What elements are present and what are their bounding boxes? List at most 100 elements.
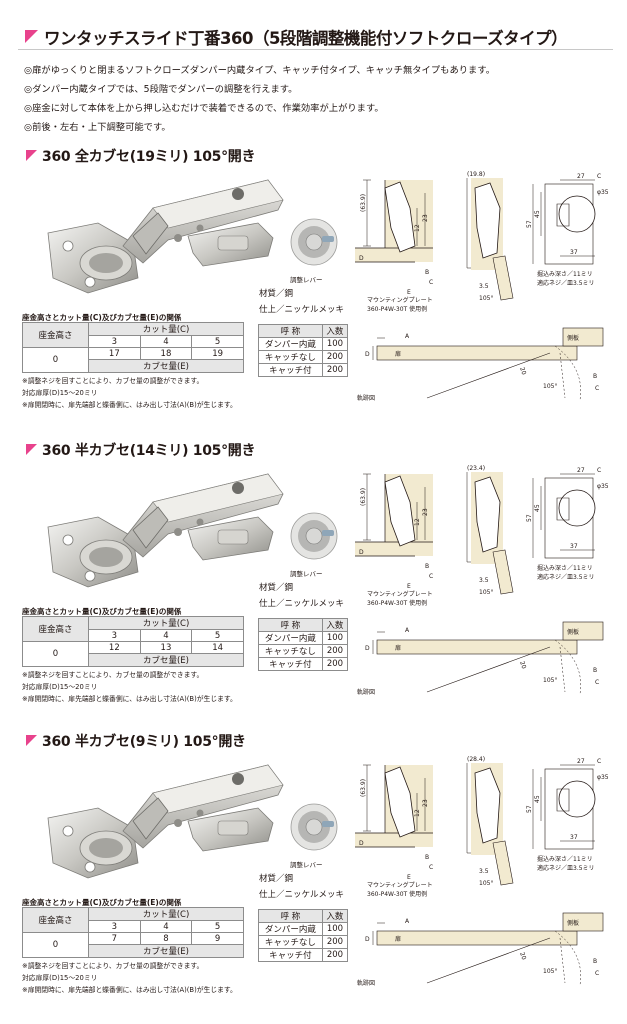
- dim-label: 23: [422, 214, 429, 222]
- dim-label: 37: [570, 543, 578, 550]
- finish-text: 仕上／ニッケルメッキ: [259, 305, 345, 315]
- dim-label: 20: [518, 951, 527, 961]
- dim-label: C: [597, 467, 601, 474]
- dim-label: φ35: [597, 189, 609, 196]
- material-text: 材質／鋼: [259, 874, 294, 884]
- note-line: ※扉開閉時に、扉先端部と蝶番側に、はみ出し寸法(A)(B)が生じます。: [22, 401, 237, 409]
- table-cell: 4: [139, 335, 193, 348]
- dim-label: (28.4): [467, 756, 485, 763]
- dim-label: C: [429, 573, 433, 580]
- table-row: 3 4 5: [23, 920, 244, 933]
- table-header: 呼 称: [258, 618, 323, 632]
- dim-label: A: [405, 333, 410, 340]
- table-cell: 200: [321, 935, 349, 949]
- intro-line: ◎座金に対して本体を上から押し込むだけで装着できるので、作業効率が上がります。: [24, 103, 384, 114]
- table-row: ダンパー内蔵 100: [258, 631, 349, 645]
- screw-label: 適応ネジ／皿3.5ミリ: [537, 279, 595, 287]
- track-label: 軌跡図: [357, 688, 375, 696]
- dim-label: 45: [534, 795, 541, 803]
- notes: ※調整ネジを回すことにより、カブセ量の調整ができます。 対応扉厚(D)15〜20…: [22, 669, 237, 705]
- table-row: キャッチ付 200: [258, 657, 349, 671]
- table-cell: キャッチ付: [258, 948, 323, 962]
- table-cell: 5: [191, 920, 244, 933]
- dim-label: B: [593, 667, 597, 674]
- table-header: 座金高さ: [22, 907, 89, 933]
- table-cell: 7: [88, 932, 141, 945]
- cut-table-caption: 座金高さとカット量(C)及びカブセ量(E)の関係: [22, 898, 182, 907]
- table-row: ダンパー内蔵 100: [258, 922, 349, 936]
- dim-label: (63.9): [360, 779, 367, 797]
- dim-label: B: [593, 373, 597, 380]
- table-cell: キャッチなし: [258, 935, 323, 949]
- table-header: 入数: [321, 909, 349, 923]
- dim-label: E: [407, 874, 411, 881]
- hinge-photo: [47, 179, 284, 294]
- table-row: 呼 称 入数: [258, 324, 349, 338]
- table-header: カブセ量(E): [88, 359, 244, 373]
- table-row: 座金高さ カット量(C): [22, 907, 244, 933]
- dim-label: 20: [518, 660, 527, 670]
- product-section: 360 半カブセ(14ミリ) 105°開き 調: [0, 440, 627, 720]
- product-section: 360 全カブセ(19ミリ) 105°開き 調: [0, 146, 627, 426]
- table-header: カット量(C): [88, 907, 244, 921]
- page-title-bar: ワンタッチスライド丁番360（5段階調整機能付ソフトクローズタイプ）: [18, 24, 613, 50]
- table-cell: 18: [139, 347, 193, 360]
- cut-table: 座金高さ カット量(C) 3 4 5 0 12 13 14 カブセ量(E): [22, 616, 244, 667]
- intro-list: ◎扉がゆっくりと閉まるソフトクローズダンパー内蔵タイプ、キャッチ付タイプ、キャッ…: [24, 61, 614, 137]
- dim-label: 12: [414, 518, 421, 526]
- table-cell: 12: [88, 641, 141, 654]
- drawing-canvas: (63.9) 12 23 D E B C (19.8) 3.5 105° マウン…: [355, 171, 609, 402]
- notes: ※調整ネジを回すことにより、カブセ量の調整ができます。 対応扉厚(D)15〜20…: [22, 960, 237, 996]
- section-title-text: 360 半カブセ(9ミリ) 105°開き: [42, 734, 246, 750]
- finish-text: 仕上／ニッケルメッキ: [259, 890, 345, 900]
- cut-table-caption: 座金高さとカット量(C)及びカブセ量(E)の関係: [22, 313, 182, 322]
- table-row: キャッチなし 200: [258, 935, 349, 949]
- table-cell: キャッチ付: [258, 657, 323, 671]
- material-info: 材質／鋼 仕上／ニッケルメッキ: [259, 871, 344, 903]
- dim-label: 45: [534, 210, 541, 218]
- table-header: 入数: [321, 324, 349, 338]
- table-row: 座金高さ カット量(C): [22, 322, 244, 348]
- table-cell: 5: [191, 629, 244, 642]
- dim-label: 105°: [543, 383, 557, 390]
- table-cell: 200: [321, 657, 349, 671]
- hinge-photo: [47, 764, 284, 879]
- adjust-lever-icon: [290, 218, 338, 266]
- material-info: 材質／鋼 仕上／ニッケルメッキ: [259, 580, 344, 612]
- table-row: キャッチなし 200: [258, 350, 349, 364]
- table-row: カブセ量(E): [23, 944, 244, 958]
- adjust-lever-photo: 調整レバー: [290, 510, 338, 588]
- table-cell: 200: [321, 363, 349, 377]
- table-cell: 14: [191, 641, 244, 654]
- table-cell: キャッチ付: [258, 363, 323, 377]
- table-header: カット量(C): [88, 616, 244, 630]
- dim-label: A: [405, 918, 410, 925]
- dim-label: 57: [526, 220, 533, 228]
- table-header: カブセ量(E): [88, 944, 244, 958]
- dim-label: 3.5: [479, 283, 489, 290]
- dim-label: A: [405, 627, 410, 634]
- track-door: [376, 345, 578, 361]
- table-cell: 17: [88, 347, 141, 360]
- door-panel: [355, 542, 433, 556]
- dim-label: 23: [422, 508, 429, 516]
- screw-label: 適応ネジ／皿3.5ミリ: [537, 573, 595, 581]
- note-line: ※扉開閉時に、扉先端部と蝶番側に、はみ出し寸法(A)(B)が生じます。: [22, 695, 237, 703]
- note-line: ※調整ネジを回すことにより、カブセ量の調整ができます。: [22, 377, 204, 385]
- adjust-lever-icon: [290, 512, 338, 560]
- table-cell: 8: [139, 932, 193, 945]
- adjust-lever-label: 調整レバー: [290, 276, 323, 284]
- dim-label: φ35: [597, 483, 609, 490]
- track-side-label: 側板: [567, 334, 579, 342]
- cup-hole: [558, 780, 596, 818]
- section-marker-icon: [26, 735, 37, 746]
- table-row: 0 17 18 19: [22, 347, 244, 373]
- dim-label: B: [593, 958, 597, 965]
- dim-label: φ35: [597, 774, 609, 781]
- plate-label: 360-P4W-30T 使用例: [367, 599, 427, 607]
- table-cell: 200: [321, 350, 349, 364]
- table-cell: 200: [321, 948, 349, 962]
- table-header: 入数: [321, 618, 349, 632]
- dim-label: 45: [534, 504, 541, 512]
- table-cell: 19: [191, 347, 244, 360]
